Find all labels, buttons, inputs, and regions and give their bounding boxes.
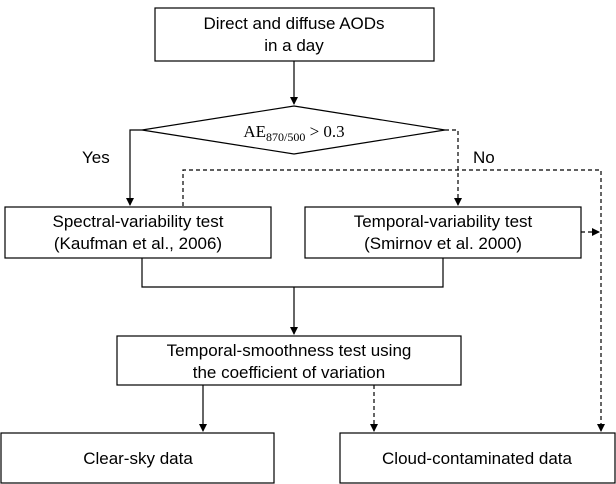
decision-condition: > 0.3	[305, 122, 344, 141]
decision-subscript: 870/500	[266, 130, 305, 144]
spectral-text-line1: Spectral-variability test	[52, 212, 223, 231]
smoothness-text-line2: the coefficient of variation	[193, 363, 385, 382]
temporal-text-line1: Temporal-variability test	[354, 212, 533, 231]
decision-symbol: AE	[243, 122, 266, 141]
start-text-line2: in a day	[264, 36, 324, 55]
start-text-line1: Direct and diffuse AODs	[203, 14, 384, 33]
merge-connector	[141, 258, 444, 288]
arrow-yes	[126, 129, 142, 206]
spectral-text-line2: (Kaufman et al., 2006)	[54, 234, 222, 253]
clear-sky-label: Clear-sky data	[83, 449, 193, 468]
clear-sky-box	[0, 432, 275, 484]
spectral-box	[4, 206, 272, 259]
cloud-label: Cloud-contaminated data	[382, 449, 573, 468]
cloud-box	[339, 432, 616, 484]
smoothness-text-line1: Temporal-smoothness test using	[167, 341, 412, 360]
yes-label: Yes	[82, 148, 110, 167]
smoothness-box	[116, 335, 462, 386]
arrow-no	[445, 129, 462, 206]
arrow-spectral-fail-to-cloud	[182, 169, 605, 432]
temporal-text-line2: (Smirnov et al. 2000)	[364, 234, 522, 253]
no-label: No	[473, 148, 495, 167]
decision-diamond	[141, 105, 446, 155]
start-box	[154, 7, 435, 62]
decision-text: AE870/500 > 0.3	[243, 122, 344, 144]
